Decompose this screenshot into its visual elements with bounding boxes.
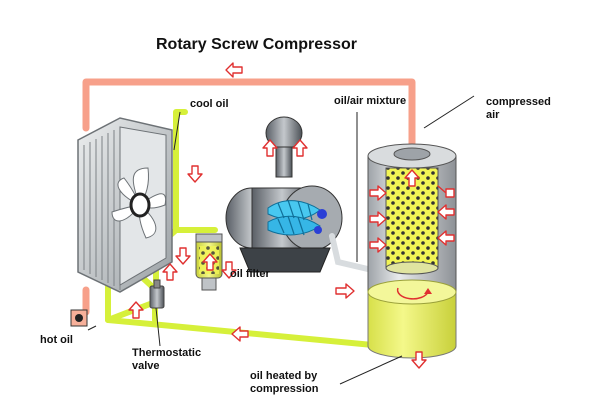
diagram-title: Rotary Screw Compressor	[156, 36, 357, 53]
arrow-down-icon	[175, 247, 191, 265]
arrow-left-icon	[225, 62, 243, 78]
flow-arrows	[128, 62, 455, 369]
oil-heated-label-line1: oil heated by	[250, 370, 318, 382]
fan-icon	[111, 167, 167, 239]
hot-oil-port	[70, 309, 88, 327]
arrow-up-icon	[404, 169, 420, 187]
compressed-air-label-line2: air	[486, 109, 500, 121]
arrow-up-icon	[128, 301, 144, 319]
oil-filter-label: oil filter	[230, 268, 270, 280]
thermostatic-valve-label-line2: valve	[132, 360, 160, 372]
arrow-right-icon	[335, 283, 355, 299]
leader-lines	[87, 95, 475, 385]
arrow-down-icon	[187, 165, 203, 183]
oil-air-mixture-label: oil/air mixture	[334, 95, 407, 107]
arrow-down-icon	[411, 351, 427, 369]
cool-oil-label: cool oil	[190, 98, 229, 110]
compressed-air-label-line1: compressed	[486, 96, 551, 108]
thermostatic-valve	[149, 279, 165, 309]
arrow-down-icon	[221, 261, 237, 279]
separator-tank	[367, 143, 457, 359]
hot-oil-label: hot oil	[40, 334, 73, 346]
arrow-left-icon	[437, 185, 455, 198]
arrow-left-icon	[437, 204, 455, 220]
arrow-up-icon	[292, 139, 308, 157]
arrow-right-icon	[369, 237, 387, 253]
arrow-left-icon	[437, 230, 455, 246]
arrow-up-icon	[202, 253, 218, 271]
arrow-right-icon	[369, 185, 387, 201]
screw-compressor-unit	[225, 116, 395, 284]
arrow-left-icon	[231, 326, 249, 342]
oil-heated-label-line2: compression	[250, 383, 319, 395]
hot-oil-pipe	[82, 78, 416, 316]
arrow-up-icon	[262, 139, 278, 157]
oil-cooler	[77, 117, 173, 293]
thermostatic-valve-label-line1: Thermostatic	[132, 347, 202, 359]
arrow-right-icon	[369, 211, 387, 227]
arrow-up-icon	[162, 263, 178, 281]
